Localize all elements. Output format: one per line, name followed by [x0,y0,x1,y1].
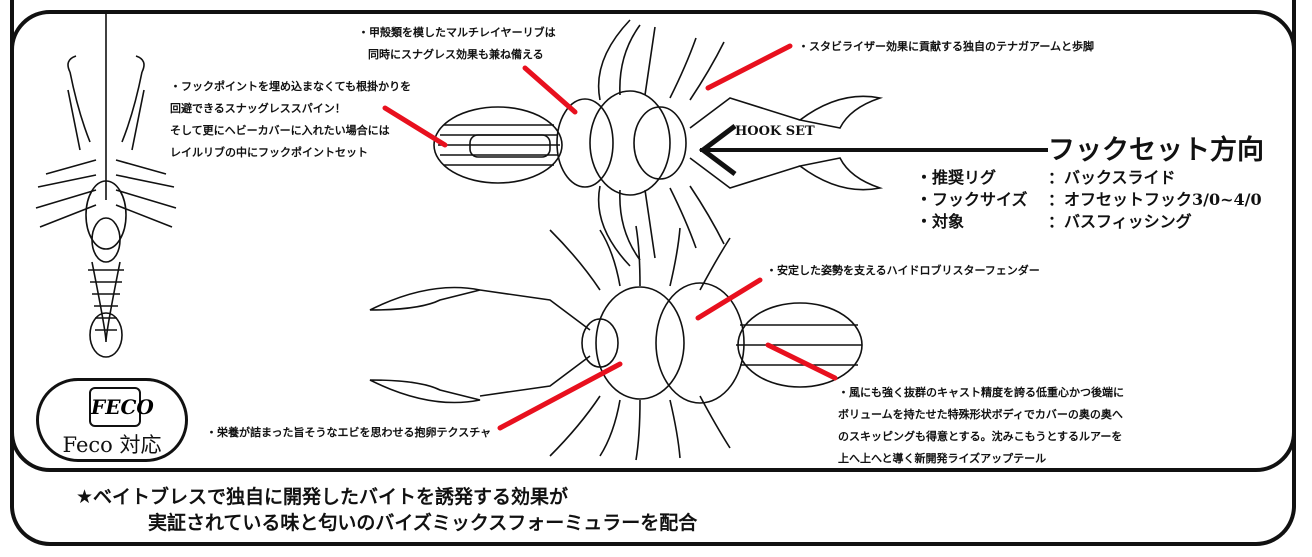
footer-line-1: ★ベイトブレスで独自に開発したバイトを誘発する効果が [76,486,569,508]
spec-value: ：バックスライド [1048,168,1176,187]
callout-line-top-right [705,43,793,91]
spec-label: ・フックサイズ [916,190,1028,209]
callout-bottom-left: ・栄養が詰まった旨そうなエビを思わせる抱卵テクスチャ [206,422,491,444]
callout-line-left-middle [382,105,448,148]
spec-label: ・推奨リグ [916,168,997,187]
callout-left-middle-line: 回避できるスナッグレススパイン！ [170,102,346,115]
callout-bottom-right-line: ボリュームを持たせた特殊形状ボディでカバーの奥の奥へ [838,408,1123,421]
callout-left-middle-line: レイルリブの中にフックポイントセット [170,146,368,159]
hook-direction-title: フックセット方向 [1048,135,1264,166]
callout-middle-right: ・安定した姿勢を支えるハイドロブリスターフェンダー [766,260,1040,282]
spec-label: ・対象 [916,212,965,231]
hook-set-label: HOOK SET [735,124,815,139]
feco-badge-text: Feco 対応 [62,433,162,457]
callout-line-bottom-left [497,361,623,431]
footer-line-2: 実証されている味と匂いのバイズミックスフォーミュラーを配合 [148,512,698,534]
feco-logo: FECO [89,387,154,427]
callout-top-right-line: ・スタビライザー効果に貢献する独自のテナガアームと歩脚 [798,40,1095,53]
callout-bottom-right: ・風にも強く抜群のキャスト精度を誇る低重心かつ後端に ボリュームを持たせた特殊形… [838,382,1124,470]
callout-bottom-right-line: 上へ上へと導く新開発ライズアップテール [838,452,1047,465]
callout-line-bottom-right [765,342,838,381]
lure-top-view [433,19,884,267]
callout-bottom-right-line: のスキッピングも得意とする。沈みこもうとするルアーを [838,430,1123,443]
lure-bottom-view [369,225,863,461]
callout-left-middle-line: そして更にヘビーカバーに入れたい場合には [170,124,390,137]
callout-left-middle: ・フックポイントを埋め込まなくても根掛かりを 回避できるスナッグレススパイン！ … [170,76,411,164]
hook-set-arrow [698,124,1048,176]
callout-top-center-line: 同時にスナグレス効果も兼ね備える [368,48,544,61]
callout-bottom-right-line: ・風にも強く抜群のキャスト精度を誇る低重心かつ後端に [838,386,1124,399]
callout-line-middle-right [695,277,763,321]
callout-line-top-center [522,65,578,115]
callout-top-right: ・スタビライザー効果に貢献する独自のテナガアームと歩脚 [798,36,1094,58]
callout-middle-right-line: ・安定した姿勢を支えるハイドロブリスターフェンダー [766,264,1040,277]
callout-left-middle-line: ・フックポイントを埋め込まなくても根掛かりを [170,80,412,93]
spec-value: ：バスフィッシング [1048,212,1192,231]
footer-frame [10,0,1296,546]
spec-value: ：オフセットフック3/0~4/0 [1048,190,1262,209]
callout-lines [382,43,838,431]
callout-top-center-line: ・甲殻類を模したマルチレイヤーリブは [358,26,556,39]
callout-top-center: ・甲殻類を模したマルチレイヤーリブは 同時にスナグレス効果も兼ね備える [358,22,556,66]
callout-bottom-left-line: ・栄養が詰まった旨そうなエビを思わせる抱卵テクスチャ [206,426,492,439]
feco-badge: FECO Feco 対応 [36,378,188,462]
lure-front-view [35,12,177,358]
